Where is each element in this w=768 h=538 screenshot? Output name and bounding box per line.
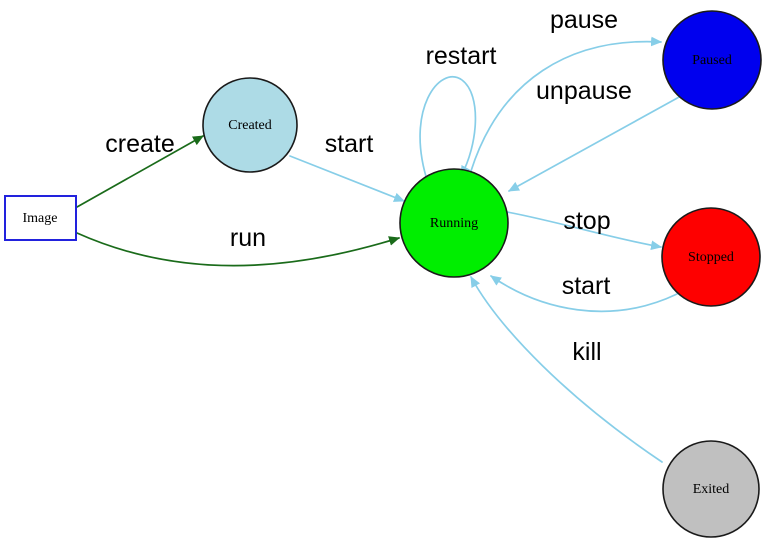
node-running[interactable]: Running: [399, 168, 509, 278]
node-exited[interactable]: Exited: [662, 440, 760, 538]
edge-label-restart: restart: [426, 42, 497, 70]
edge-unpause[interactable]: [508, 95, 682, 192]
node-stopped[interactable]: Stopped: [661, 207, 761, 307]
edge-label-stop: stop: [563, 207, 610, 235]
edge-create[interactable]: [76, 135, 204, 208]
node-image[interactable]: Image: [4, 195, 77, 241]
node-paused[interactable]: Paused: [662, 10, 762, 110]
node-image-label: Image: [23, 211, 58, 226]
node-running-label: Running: [430, 216, 478, 231]
node-exited-label: Exited: [693, 482, 730, 497]
edge-label-run: run: [230, 224, 266, 252]
node-paused-label: Paused: [692, 53, 732, 68]
node-created[interactable]: Created: [202, 77, 298, 173]
edge-labels-layer: create run start restart pause unpause s…: [105, 6, 632, 366]
edge-start-created[interactable]: [289, 155, 406, 202]
edge-start-stopped[interactable]: [490, 275, 678, 313]
edge-stop[interactable]: [506, 211, 663, 251]
edge-label-pause: pause: [550, 6, 618, 34]
edge-label-start-created: start: [325, 130, 374, 158]
node-created-label: Created: [228, 118, 272, 133]
edges-layer: [76, 36, 682, 463]
edge-pause[interactable]: [470, 36, 663, 172]
edge-label-create: create: [105, 130, 174, 158]
edge-run[interactable]: [76, 232, 401, 267]
edge-label-unpause: unpause: [536, 77, 632, 105]
edge-label-kill: kill: [572, 338, 601, 366]
node-stopped-label: Stopped: [688, 250, 734, 265]
edge-restart[interactable]: [419, 76, 477, 184]
nodes-layer: Image Created Running Paused Stopped Exi: [4, 10, 762, 538]
edge-kill[interactable]: [470, 276, 663, 463]
edge-label-start-stopped: start: [562, 272, 611, 300]
